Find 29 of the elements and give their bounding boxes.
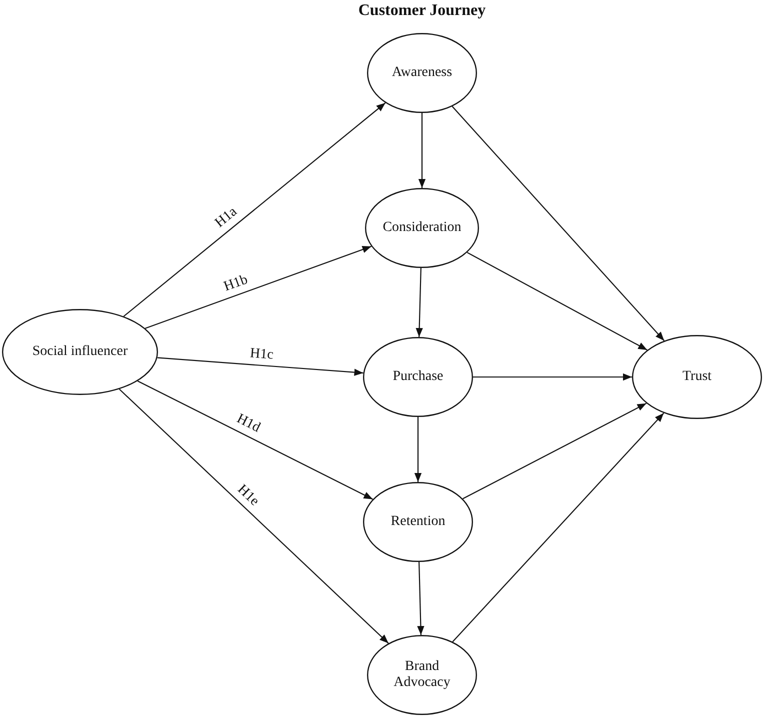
arrow	[417, 562, 424, 636]
arrow	[452, 412, 664, 642]
node-label: Purchase	[392, 368, 444, 386]
node-label: Awareness	[392, 64, 452, 82]
arrow	[157, 357, 364, 376]
arrow	[118, 388, 389, 644]
arrow	[414, 417, 422, 482]
arrow	[452, 106, 665, 342]
node-label: Consideration	[382, 220, 462, 236]
ellipse-node	[367, 33, 477, 113]
ellipse-node	[2, 309, 158, 395]
ellipse-node	[363, 337, 473, 417]
node-label: Brand Advocacy	[392, 658, 452, 692]
ellipse-node	[365, 188, 479, 268]
node-label: Trust	[682, 368, 712, 386]
arrow	[137, 380, 374, 500]
arrow	[144, 246, 372, 329]
arrow	[123, 102, 386, 317]
arrow	[462, 402, 647, 500]
ellipse-node	[632, 335, 762, 419]
arrow	[416, 268, 423, 338]
node-label: Social influencer	[32, 344, 128, 360]
arrow	[418, 113, 426, 188]
arrow	[473, 373, 632, 381]
ellipse-node	[367, 635, 477, 715]
arrow	[466, 252, 648, 350]
node-label: Retention	[390, 514, 446, 530]
diagram-title: Customer Journey	[357, 2, 487, 20]
ellipse-node	[363, 482, 473, 562]
